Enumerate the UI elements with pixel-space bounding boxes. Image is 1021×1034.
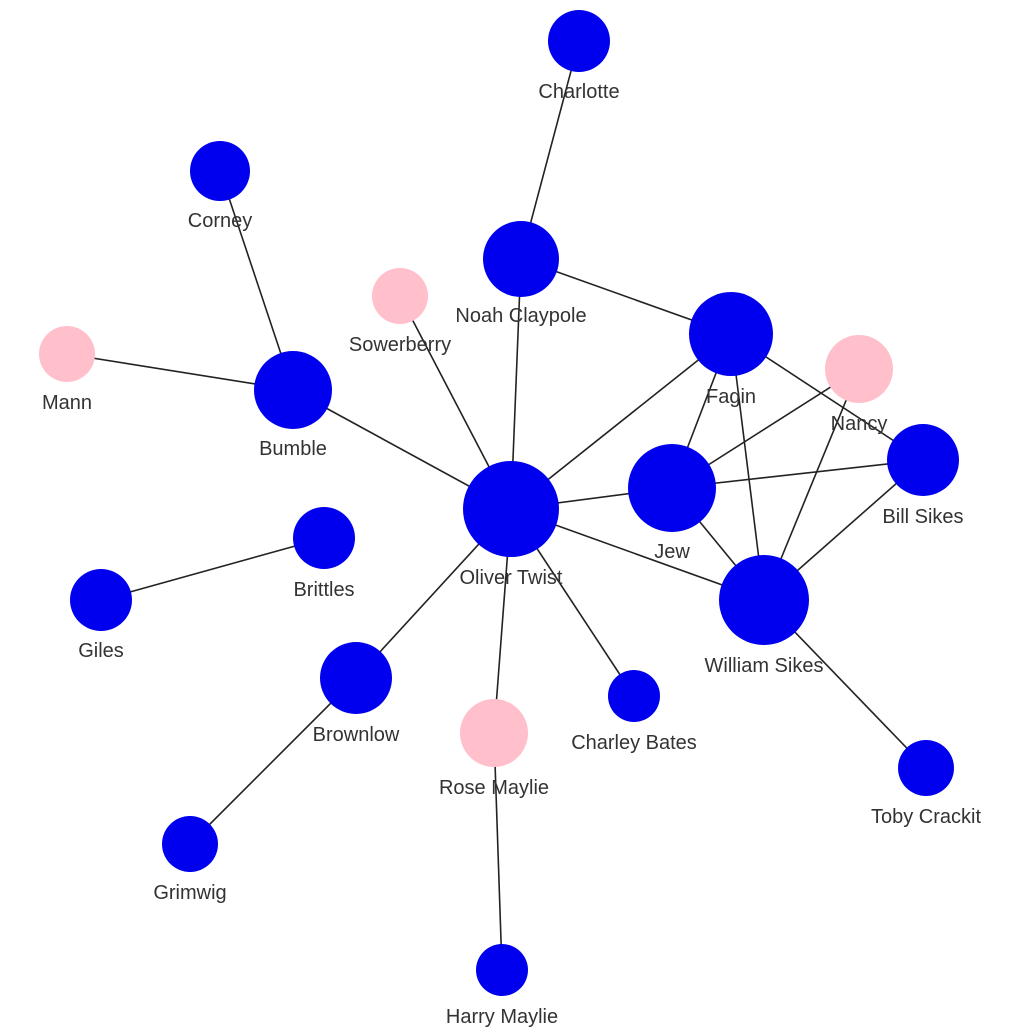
node-noah[interactable] bbox=[483, 221, 559, 297]
edge-brownlow-grimwig bbox=[189, 677, 357, 845]
edge-brittles-giles bbox=[100, 537, 325, 601]
node-harry[interactable] bbox=[476, 944, 528, 996]
node-label-rose: Rose Maylie bbox=[439, 777, 549, 799]
node-brittles[interactable] bbox=[293, 507, 355, 569]
node-label-williamsikes: William Sikes bbox=[705, 655, 824, 677]
node-label-sowerberry: Sowerberry bbox=[349, 334, 451, 356]
node-mann[interactable] bbox=[39, 326, 95, 382]
node-label-charley: Charley Bates bbox=[571, 732, 697, 754]
node-oliver[interactable] bbox=[463, 461, 559, 557]
node-label-giles: Giles bbox=[78, 640, 124, 662]
edge-rose-harry bbox=[493, 732, 503, 971]
node-brownlow[interactable] bbox=[320, 642, 392, 714]
node-label-fagin: Fagin bbox=[706, 386, 756, 408]
node-jew[interactable] bbox=[628, 444, 716, 532]
node-toby[interactable] bbox=[898, 740, 954, 796]
node-label-toby: Toby Crackit bbox=[871, 806, 981, 828]
node-label-corney: Corney bbox=[188, 210, 252, 232]
node-fagin[interactable] bbox=[689, 292, 773, 376]
node-label-grimwig: Grimwig bbox=[153, 882, 226, 904]
node-charley[interactable] bbox=[608, 670, 660, 722]
node-label-oliver: Oliver Twist bbox=[460, 567, 563, 589]
node-label-charlotte: Charlotte bbox=[538, 81, 619, 103]
node-label-mann: Mann bbox=[42, 392, 92, 414]
nodes-layer bbox=[39, 10, 959, 996]
node-bumble[interactable] bbox=[254, 351, 332, 429]
node-label-bumble: Bumble bbox=[259, 438, 327, 460]
node-label-brittles: Brittles bbox=[293, 579, 354, 601]
node-nancy[interactable] bbox=[825, 335, 893, 403]
node-label-jew: Jew bbox=[654, 541, 690, 563]
node-label-brownlow: Brownlow bbox=[313, 724, 400, 746]
node-giles[interactable] bbox=[70, 569, 132, 631]
node-williamsikes[interactable] bbox=[719, 555, 809, 645]
node-grimwig[interactable] bbox=[162, 816, 218, 872]
node-charlotte[interactable] bbox=[548, 10, 610, 72]
node-label-nancy: Nancy bbox=[831, 413, 888, 435]
node-label-harry: Harry Maylie bbox=[446, 1006, 558, 1028]
node-billsikes[interactable] bbox=[887, 424, 959, 496]
node-label-noah: Noah Claypole bbox=[455, 305, 586, 327]
node-corney[interactable] bbox=[190, 141, 250, 201]
node-label-billsikes: Bill Sikes bbox=[882, 506, 963, 528]
node-rose[interactable] bbox=[460, 699, 528, 767]
node-sowerberry[interactable] bbox=[372, 268, 428, 324]
